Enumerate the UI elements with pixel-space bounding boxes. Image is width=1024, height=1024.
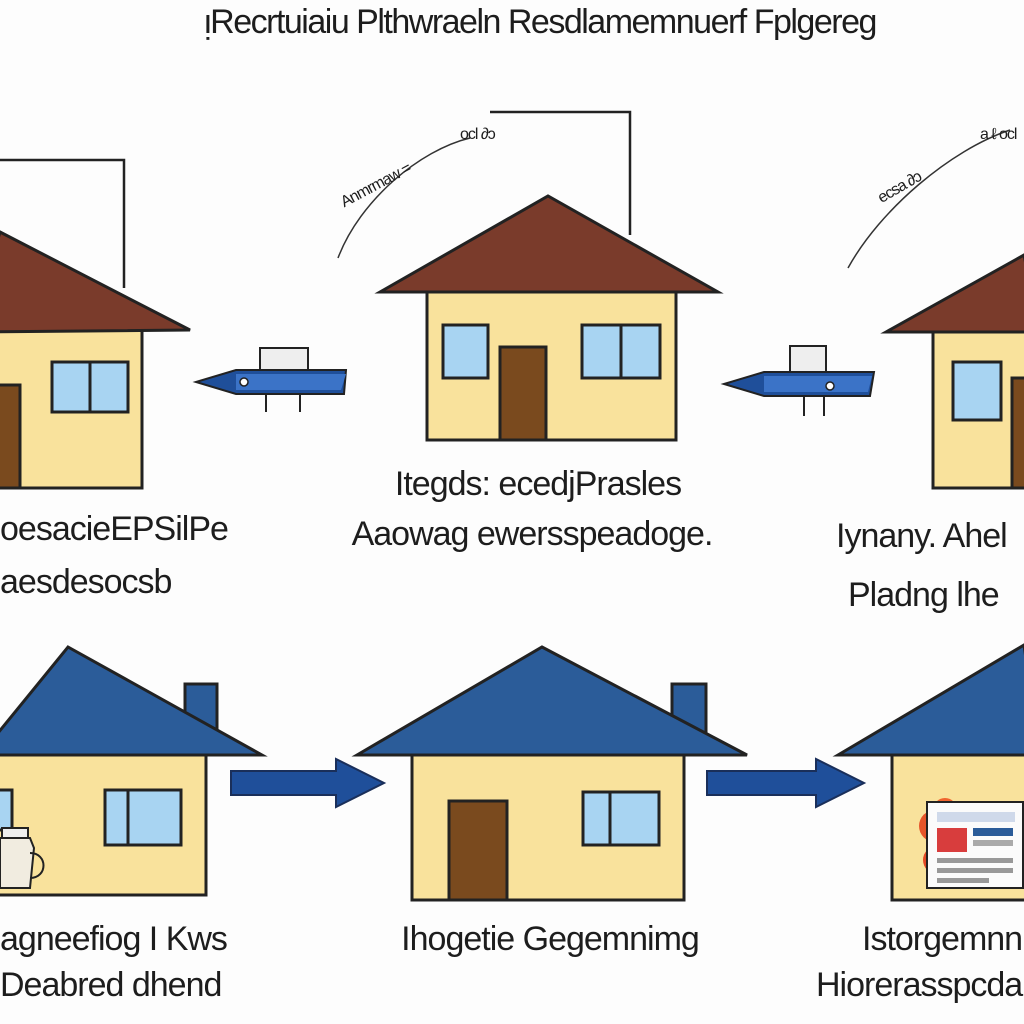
house-2-bottom: [351, 645, 748, 902]
house-1-bottom: [0, 645, 268, 897]
diagram-title: ᴉRecrtuiaiu Plthwraeln Resdlamemnuerf Fp…: [204, 3, 877, 41]
caption-house-2-top: Itegds: ecedjPrasles: [394, 465, 682, 503]
caption-house-3-bottom: Istorgemnn: [862, 920, 1023, 958]
caption-house-1-bottom-line2: Deabred dhend: [0, 966, 222, 1004]
poster-icon: [919, 798, 1024, 889]
connector-line-2: [490, 110, 632, 235]
house-3-top: [880, 253, 1024, 490]
house-1-top: [0, 230, 191, 490]
caption-house-1-top-line2: aesdesocsb: [0, 563, 172, 601]
caption-house-3-top-line2: Pladng lhe: [848, 576, 1000, 614]
caption-house-2-bottom: Ihogetie Gegemnimg: [401, 920, 700, 958]
jar-icon: [0, 827, 45, 889]
arrow-right-icon: [230, 757, 387, 809]
annotation-label: a ℓ ocl: [980, 126, 1017, 143]
house-2-top: [374, 194, 724, 442]
arrow-right-icon-2: [706, 757, 867, 809]
annotation-label: ocl ∂ɔ: [460, 126, 496, 143]
connector-line-1: [0, 158, 126, 288]
caption-house-3-bottom-line2: Hiorerasspcda: [816, 966, 1023, 1004]
caption-house-1-bottom: agneefiog I Kws: [0, 920, 228, 958]
annotation-arcs: [337, 129, 1011, 269]
caption-house-3-top: Iynany. Ahel: [836, 517, 1008, 555]
rocket-icon: [192, 347, 348, 412]
connector-lines: [0, 110, 632, 288]
caption-house-1-top: oesacieEPSilPe: [0, 510, 229, 548]
rocket-icon-2: [720, 345, 876, 416]
caption-house-2-top-line2: Aaowag ewersspeadoge.: [351, 515, 714, 553]
